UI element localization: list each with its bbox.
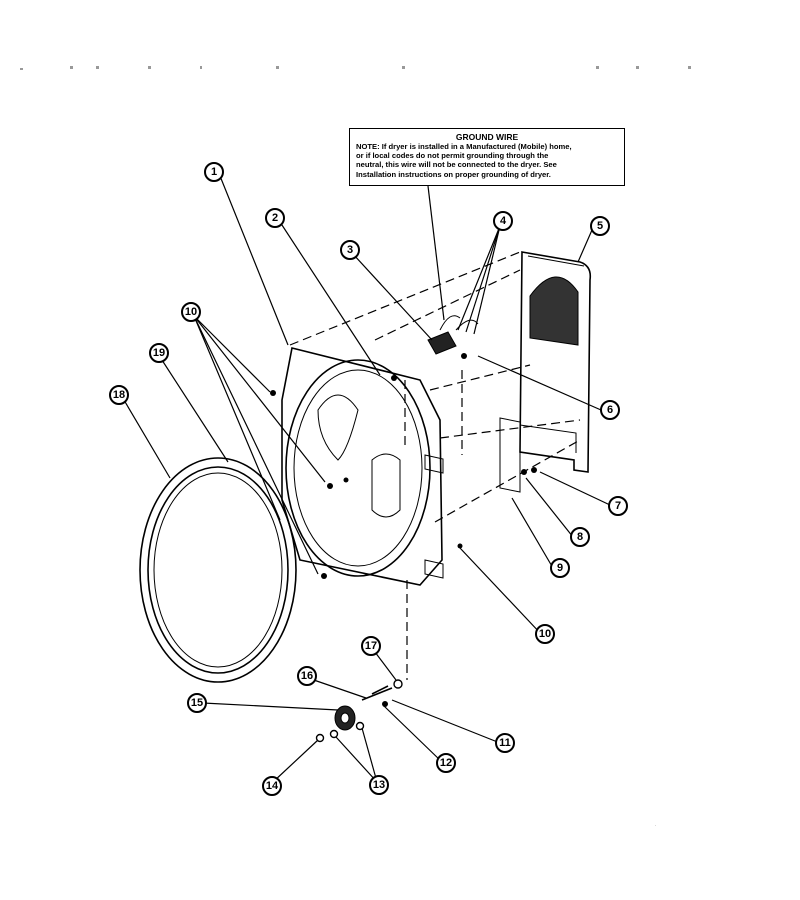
callout-label: 4 [500, 215, 507, 227]
note-line-1: NOTE: If dryer is installed in a Manufac… [356, 142, 572, 151]
callout-label: 18 [113, 389, 125, 401]
callout-label: 1 [211, 166, 217, 178]
callout-label: 10 [185, 306, 197, 318]
callout-label: 9 [557, 562, 563, 574]
callout-label: 12 [440, 757, 452, 769]
note-line-4: Installation instructions on proper grou… [356, 169, 551, 179]
callout-15: 15 [187, 693, 207, 713]
note-title: GROUND WIRE [455, 132, 519, 142]
leader-lines [120, 175, 611, 783]
callout-8: 8 [570, 527, 590, 547]
header-residue [20, 66, 691, 70]
idler-pulley-assembly [315, 679, 403, 743]
callout-label: 8 [577, 531, 583, 543]
ground-wire-note: GROUND WIRE NOTE: If dryer is installed … [349, 128, 625, 186]
callout-12: 12 [436, 753, 456, 773]
callout-label: 19 [153, 347, 165, 359]
note-line-2: or if local codes do not permit groundin… [356, 151, 549, 161]
callout-label: 5 [597, 220, 603, 232]
callout-label: 11 [499, 737, 511, 749]
callout-17: 17 [361, 636, 381, 656]
callout-label: 14 [266, 780, 279, 792]
front-bulkhead-panel [281, 347, 444, 586]
callout-label: 13 [373, 779, 385, 791]
note-line-3: neutral, this wire will not be connected… [356, 160, 557, 170]
svg-text:.: . [655, 822, 656, 827]
callout-16: 16 [297, 666, 317, 686]
callout-9: 9 [550, 558, 570, 578]
callout-19: 19 [149, 343, 169, 363]
callout-2: 2 [265, 208, 285, 228]
terminal-block [427, 315, 479, 355]
callout-11: 11 [495, 733, 515, 753]
callout-label: 7 [615, 500, 621, 512]
callout-label: 15 [191, 697, 203, 709]
door-seal-ring [139, 457, 297, 683]
callout-5: 5 [590, 216, 610, 236]
screws [270, 353, 537, 579]
callout-6: 6 [600, 400, 620, 420]
callout-label: 10 [539, 628, 551, 640]
callout-14: 14 [262, 776, 282, 796]
callout-label: 6 [607, 404, 613, 416]
callout-label: 3 [347, 244, 353, 256]
rear-access-panel [499, 251, 592, 493]
callout-label: 16 [301, 670, 313, 682]
callout-4: 4 [493, 211, 513, 231]
assembly-dashed-lines [289, 251, 581, 680]
callout-13: 13 [369, 775, 389, 795]
callout-10: 10 [181, 302, 201, 322]
callout-3: 3 [340, 240, 360, 260]
callout-10-lower: 10 [535, 624, 555, 644]
callout-18: 18 [109, 385, 129, 405]
callout-1: 1 [204, 162, 224, 182]
callout-label: 2 [272, 212, 278, 224]
callout-7: 7 [608, 496, 628, 516]
callout-label: 17 [365, 640, 377, 652]
